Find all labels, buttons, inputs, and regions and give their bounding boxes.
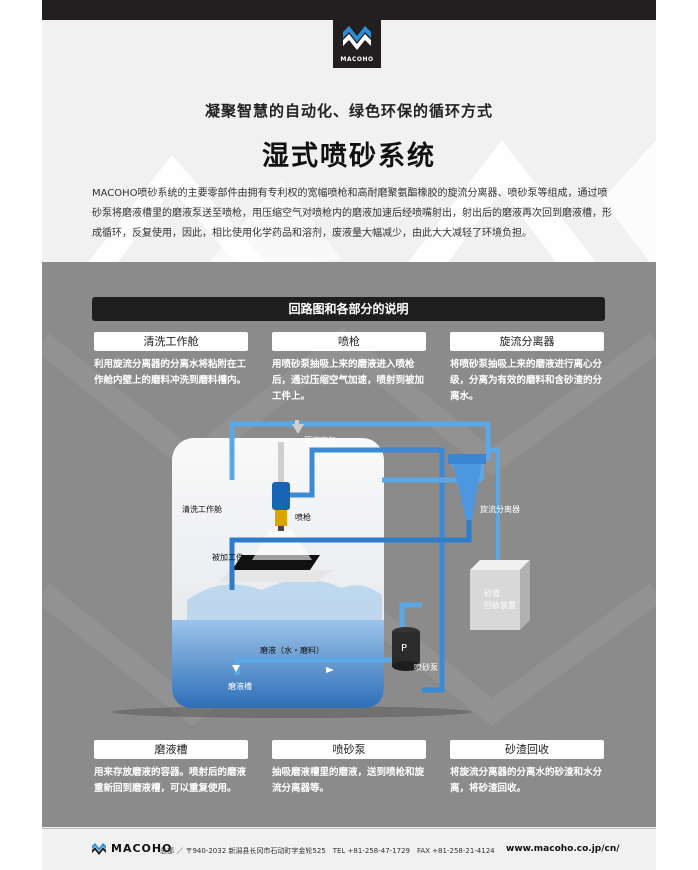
diagram-label-gun: 喷枪 xyxy=(295,513,311,522)
page-title: 湿式喷砂系统 xyxy=(262,141,436,172)
sludge-box xyxy=(470,570,520,630)
footer-divider xyxy=(42,828,656,829)
brand-logo: MACOHO xyxy=(333,20,381,68)
footer-logo-icon xyxy=(92,842,106,855)
diagram-label-tank: 磨液槽 xyxy=(228,682,252,691)
desc-gun: 用喷砂泵抽吸上来的磨液进入喷枪后，通过压缩空气加速，喷射到被加工件上。 xyxy=(272,359,425,402)
diagram-label-slurry: 磨液（水・磨料） xyxy=(260,646,324,655)
label-wash-chamber: 清洗工作舱 xyxy=(94,332,248,351)
diagram-label-sludge-2: 回收装置 xyxy=(484,601,516,610)
desc-tank: 用来存放磨液的容器。喷射后的磨液重新回到磨液槽，可以重复使用。 xyxy=(94,767,247,794)
intro-paragraph: MACOHO喷砂系统的主要零部件由拥有专利权的宽幅喷枪和高耐磨聚氨酯橡胶的旋流分… xyxy=(92,188,612,239)
diagram-label-cyclone: 旋流分离器 xyxy=(480,505,520,514)
diagram-label-pump-letter: P xyxy=(401,643,408,654)
system-diagram xyxy=(112,420,530,718)
desc-wash-chamber: 利用旋流分离器的分离水将粘附在工作舱内壁上的磨料冲洗到磨料槽内。 xyxy=(94,359,247,386)
workpiece-table xyxy=(217,570,332,582)
tank-shadow xyxy=(112,706,472,718)
label-cyclone: 旋流分离器 xyxy=(450,332,604,351)
label-tank: 磨液槽 xyxy=(94,740,248,759)
diagram-label-sludge-1: 砂渣 xyxy=(484,589,500,598)
desc-sludge: 将旋流分离器的分离水的砂渣和水分离，将砂渣回收。 xyxy=(450,767,603,794)
footer-url-link[interactable]: www.macoho.co.jp/cn/ xyxy=(506,844,620,854)
diagram-label-workpiece: 被加工件 xyxy=(212,553,244,562)
footer-logo-text: MACOHO xyxy=(111,842,173,855)
pipe-top xyxy=(229,421,491,436)
splash xyxy=(187,579,382,620)
label-pump: 喷砂泵 xyxy=(272,740,426,759)
logo-text: MACOHO xyxy=(340,56,374,63)
top-bar xyxy=(42,0,656,20)
desc-pump: 抽吸磨液槽里的磨液，送到喷枪和旋流分离器等。 xyxy=(272,767,425,794)
diagram-label-air: 压缩空气 xyxy=(304,436,336,445)
label-gun: 喷枪 xyxy=(272,332,426,351)
diagram-label-wash-chamber: 清洗工作舱 xyxy=(182,505,222,514)
footer-logo: MACOHO xyxy=(90,842,172,856)
pump-body xyxy=(392,632,420,666)
cyclone-body xyxy=(452,460,482,520)
gun-rod xyxy=(278,442,284,492)
air-arrow xyxy=(292,424,304,434)
diagram-label-pump: 喷砂泵 xyxy=(414,663,438,672)
pipe-gun xyxy=(290,447,445,693)
gun-nozzle xyxy=(275,510,287,526)
page-subtitle: 凝聚智慧的自动化、绿色环保的循环方式 xyxy=(204,102,493,120)
section-header: 回路图和各部分的说明 xyxy=(92,297,605,321)
macoho-logo-icon xyxy=(343,26,371,50)
footer-address: 总部 ／ 〒940-2032 新潟县长冈市石动町字金轮525 TEL +81-2… xyxy=(160,847,495,855)
desc-cyclone: 将喷砂泵抽吸上来的磨液进行离心分级，分离为有效的磨料和含砂渣的分离水。 xyxy=(450,359,603,402)
footer xyxy=(42,828,656,870)
gun-body xyxy=(272,482,290,510)
label-sludge: 砂渣回收 xyxy=(450,740,604,759)
background-chevrons xyxy=(82,140,656,270)
pipe-return xyxy=(229,520,472,590)
slurry-liquid xyxy=(172,620,384,708)
